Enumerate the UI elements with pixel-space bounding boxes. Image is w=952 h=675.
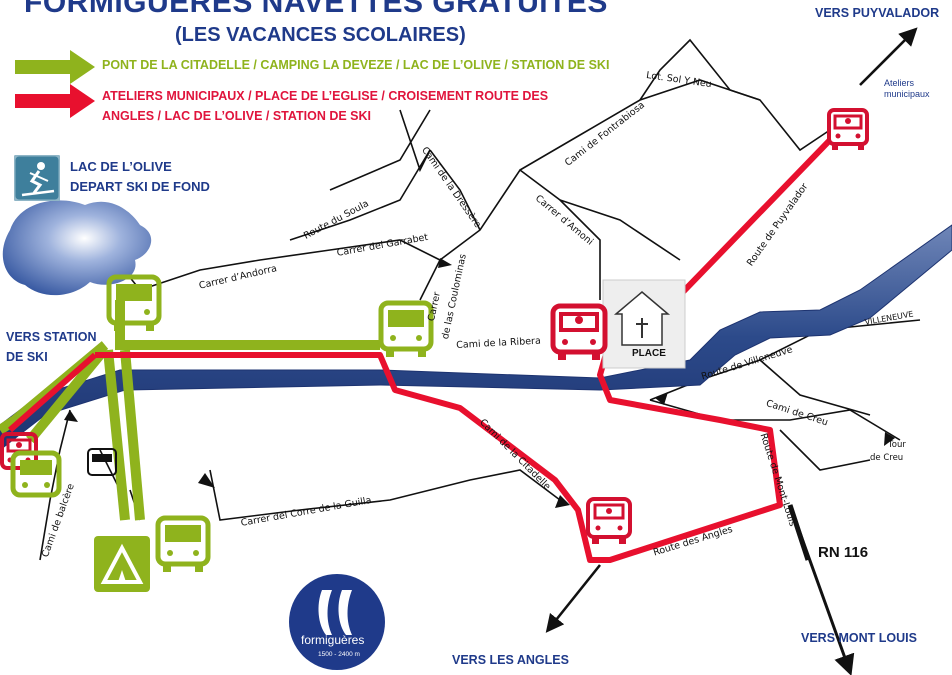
ateliers-label: Ateliers municipaux — [884, 78, 930, 100]
camping-tent-icon — [94, 536, 150, 592]
cross-country-ski-icon — [14, 155, 60, 201]
direction-station: VERS STATION — [6, 330, 97, 344]
road-number-label: RN 116 — [818, 544, 869, 561]
church-icon — [602, 279, 686, 369]
green-bus-icon-camping — [155, 515, 211, 572]
legend-red-arrow — [15, 84, 95, 118]
green-bus-icon-station — [10, 450, 62, 498]
direction-station-line2: DE SKI — [6, 350, 48, 364]
rn116-road — [787, 504, 811, 561]
formigueres-logo — [289, 574, 385, 670]
street-tour: Tour — [888, 440, 906, 450]
red-bus-icon-ateliers — [827, 108, 869, 150]
street-de-creu: de Creu — [870, 453, 904, 463]
legend-green-arrow — [15, 50, 95, 84]
green-bus-icon-lac — [106, 274, 162, 331]
page-subtitle: (LES VACANCES SCOLAIRES) — [175, 24, 466, 46]
ateliers-line1: Ateliers — [884, 78, 915, 88]
red-bus-icon-citadelle — [586, 497, 632, 544]
direction-puyvalador: VERS PUYVALADOR — [815, 6, 940, 20]
logo-name: formiguères — [301, 633, 365, 647]
page-title: FORMIGUÈRES NAVETTES GRATUITES — [24, 0, 608, 19]
bus-stop-icon — [87, 448, 117, 476]
direction-mont-louis: VERS MONT LOUIS — [801, 631, 917, 645]
green-bus-icon-ribera — [378, 300, 434, 357]
red-bus-icon-place — [550, 303, 608, 360]
legend-red-route: ATELIERS MUNICIPAUX / PLACE DE L’EGLISE … — [102, 89, 549, 123]
lake-label-line2: DEPART SKI DE FOND — [70, 179, 210, 194]
arrow-puyvalador — [859, 27, 918, 86]
direction-les-angles: VERS LES ANGLES — [452, 653, 569, 667]
ateliers-line2: municipaux — [884, 89, 930, 99]
legend-green-route: PONT DE LA CITADELLE / CAMPING LA DEVEZE… — [102, 58, 610, 72]
river — [0, 224, 952, 451]
arrow-les-angles — [545, 564, 602, 633]
lake — [2, 200, 152, 296]
lake-label-line1: LAC DE L’OLIVE — [70, 159, 172, 174]
lake-label: LAC DE L’OLIVE DEPART SKI DE FOND — [70, 157, 210, 197]
place-label: PLACE — [632, 348, 666, 359]
logo-altitude: 1500 - 2400 m — [318, 651, 360, 658]
